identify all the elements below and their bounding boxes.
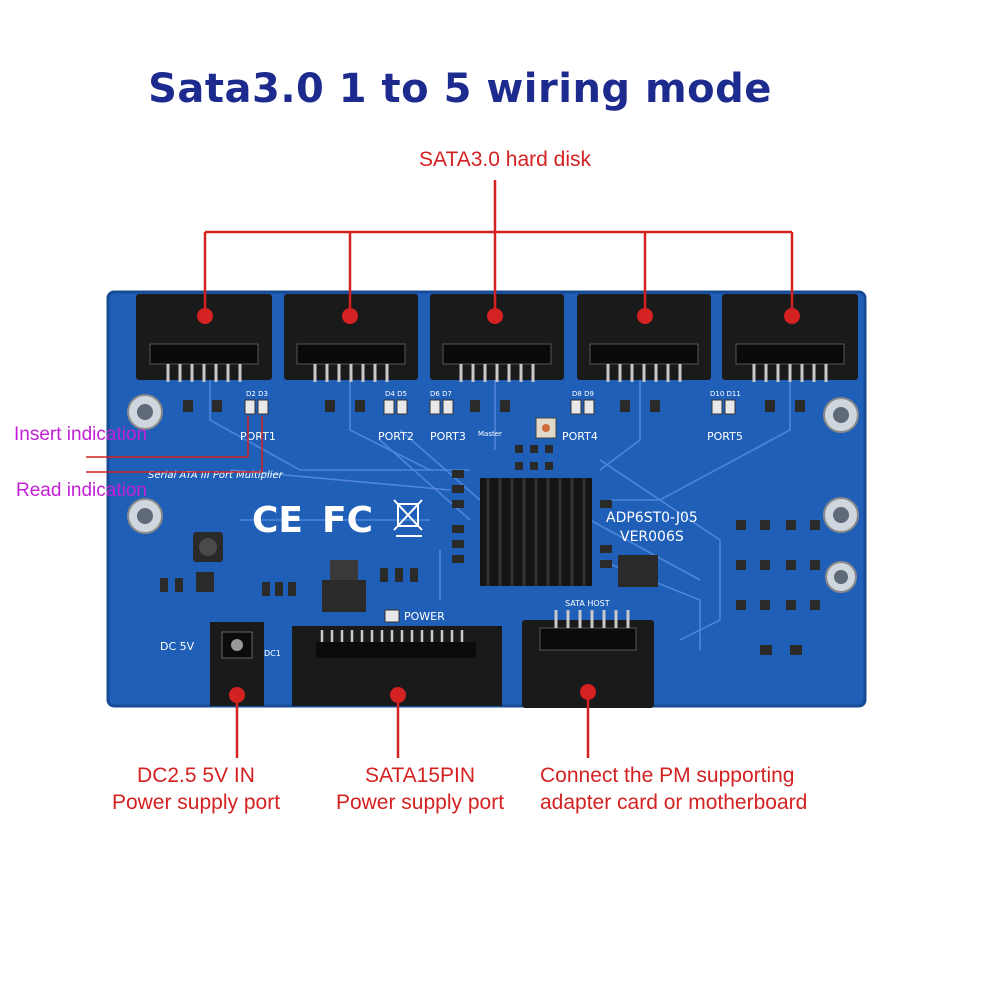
led-label: D4 D5 xyxy=(385,390,407,398)
led-label: D2 D3 xyxy=(246,390,268,398)
indicator-lines xyxy=(86,416,263,473)
led-label: D6 D7 xyxy=(430,390,452,398)
port-label: PORT3 xyxy=(430,430,466,443)
sata-host-connector xyxy=(522,610,654,708)
sata15-callout-line1: SATA15PIN xyxy=(364,764,476,787)
silkscreen-text: Serial ATA III Port Multiplier xyxy=(148,470,284,481)
heatsink xyxy=(480,478,592,586)
sata-host-text: SATA HOST xyxy=(565,599,610,608)
dc-in-callout-line2: Power supply port xyxy=(111,791,281,814)
sata-connectors xyxy=(136,294,858,382)
master-text: Master xyxy=(478,430,502,438)
sata-connector-port2 xyxy=(284,294,418,382)
page-title: Sata3.0 1 to 5 wiring mode xyxy=(148,66,772,112)
dc-text: DC 5V xyxy=(160,640,195,653)
model-text: ADP6ST0-J05 xyxy=(606,510,698,526)
version-text: VER006S xyxy=(620,529,684,545)
port-label: PORT2 xyxy=(378,430,414,443)
host-callout-line2: adapter card or motherboard xyxy=(540,791,808,814)
ce-mark: CE xyxy=(252,500,303,541)
mounting-holes xyxy=(127,394,859,593)
sata-connector-port5 xyxy=(722,294,858,382)
dc-in-callout: DC2.5 5V IN Power supply port xyxy=(86,762,306,816)
power-text: POWER xyxy=(404,610,445,623)
sata-connector-port3 xyxy=(430,294,564,382)
dc1-text: DC1 xyxy=(264,649,281,658)
weee-icon xyxy=(393,499,423,537)
insert-indication-label: Insert indication xyxy=(14,424,148,445)
port-label: PORT4 xyxy=(562,430,598,443)
sata-power-connector xyxy=(292,626,502,706)
callout-lines-bottom xyxy=(235,692,590,758)
sata-connector-port1 xyxy=(136,294,272,382)
read-indication-label: Read indication xyxy=(16,480,147,501)
callout-lines-top xyxy=(203,180,794,314)
host-callout: Connect the PM supporting adapter card o… xyxy=(540,762,900,816)
sata15-callout-line2: Power supply port xyxy=(335,791,505,814)
port-label: PORT5 xyxy=(707,430,743,443)
sata15-callout: SATA15PIN Power supply port xyxy=(310,762,530,816)
hard-disk-callout: SATA3.0 hard disk xyxy=(419,148,591,171)
sata-connector-port4 xyxy=(577,294,711,382)
dc-in-callout-line1: DC2.5 5V IN xyxy=(137,764,255,787)
port-label: PORT1 xyxy=(240,430,276,443)
led-label: D8 D9 xyxy=(572,390,594,398)
host-callout-line1: Connect the PM supporting xyxy=(540,764,795,787)
smd-components xyxy=(160,399,820,655)
callout-dots xyxy=(197,308,800,703)
fc-mark: FC xyxy=(322,500,373,541)
led-label: D10 D11 xyxy=(710,390,741,398)
